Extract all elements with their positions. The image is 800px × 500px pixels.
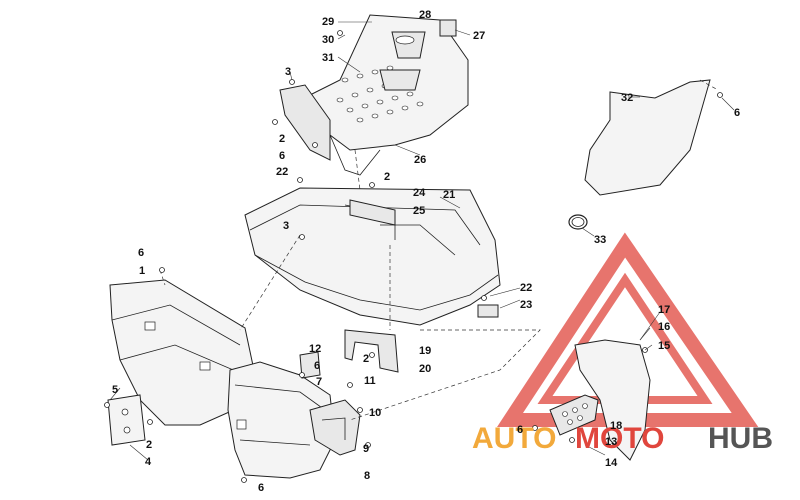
callout-4: 4 [145,456,152,468]
watermark-hub: HUB [708,422,773,455]
callout-6-guard: 6 [517,424,523,436]
watermark-text: AUTO MOTO HUB [472,422,773,455]
callout-8: 8 [364,470,370,482]
callout-6-upper: 6 [279,150,285,162]
assembly-lines [159,79,719,421]
callout-18: 18 [610,420,622,432]
callout-23: 23 [520,299,532,311]
callout-27: 27 [473,30,485,42]
callout-6-right: 6 [734,107,740,119]
callout-26: 26 [414,154,426,166]
callout-5: 5 [112,384,118,396]
callout-13: 13 [605,436,617,448]
callout-22-lower: 22 [520,282,532,294]
callout-2-mid: 2 [384,171,390,183]
watermark-auto: AUTO [472,422,556,455]
callout-1: 1 [139,265,145,277]
callout-29: 29 [322,16,334,28]
mud-guard [477,304,651,461]
callout-6-bottom: 6 [258,482,264,494]
callout-14: 14 [605,457,618,469]
callout-6-console: 6 [314,360,320,372]
callout-16: 16 [658,321,670,333]
callout-19: 19 [419,345,431,357]
upper-floor-panel [279,14,469,176]
leader-lines [109,21,735,461]
callout-6-left: 6 [138,247,144,259]
support-bracket [299,329,399,379]
side-plate [107,394,146,446]
callout-2-lower: 2 [146,439,152,451]
callout-24: 24 [413,187,426,199]
callout-7: 7 [316,376,322,388]
side-console [227,361,361,479]
callout-17: 17 [658,304,670,316]
grommet [568,214,588,230]
callout-2-upper: 2 [279,133,285,145]
callout-9: 9 [363,443,369,455]
callout-12: 12 [309,343,321,355]
rear-flap [584,79,711,196]
callout-3-mid: 3 [283,220,289,232]
callout-10: 10 [369,407,381,419]
callout-21: 21 [443,189,455,201]
callout-3-top: 3 [285,66,291,78]
callout-15: 15 [658,340,670,352]
callout-22-upper: 22 [276,166,288,178]
callout-11: 11 [364,375,376,387]
callout-25: 25 [413,205,425,217]
callout-2-bracket: 2 [363,353,369,365]
callout-30: 30 [322,34,334,46]
callout-28: 28 [419,9,431,21]
callout-32: 32 [621,92,633,104]
front-bulkhead-panel [109,279,256,426]
callout-20: 20 [419,363,431,375]
callout-31: 31 [322,52,334,64]
callout-33: 33 [594,234,606,246]
main-floor-pan [244,187,501,326]
callout-labels: 29 28 27 30 31 3 2 6 26 22 2 24 25 21 3 … [112,9,740,494]
watermark-moto: MOTO [575,422,664,455]
